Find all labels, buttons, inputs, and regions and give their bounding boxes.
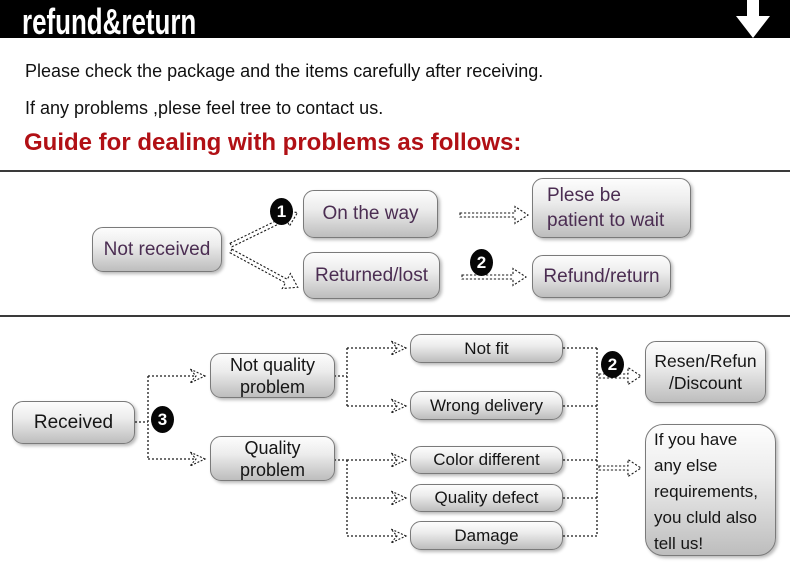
node-quality-defect: Quality defect: [410, 484, 563, 512]
arrowhead-quality-defect: [390, 490, 408, 506]
down-arrow-icon: [736, 0, 770, 38]
arrow-on-the-way-wait: [459, 205, 530, 225]
node-on-the-way: On the way: [303, 190, 438, 238]
node-not-received: Not received: [92, 227, 222, 272]
badge-step-3: 3: [151, 406, 174, 433]
badge-step-1: 1: [270, 198, 293, 225]
connector-notquality-branches: [334, 347, 397, 407]
badge-step-2-flow1: 2: [470, 249, 493, 276]
arrow-to-note: [598, 458, 643, 478]
node-damage: Damage: [410, 521, 563, 550]
section-divider-top: [0, 170, 790, 172]
arrow-to-resen: [598, 366, 643, 386]
node-received: Received: [12, 401, 135, 444]
arrowhead-color-different: [390, 452, 408, 468]
node-not-quality-problem: Not quality problem: [210, 353, 335, 398]
arrowhead-not-quality: [189, 368, 207, 384]
node-note: If you have any else requirements, you c…: [645, 424, 776, 556]
arrow-not-received-returned-lost: [229, 248, 299, 290]
node-not-fit: Not fit: [410, 334, 563, 363]
node-resen-refund-discount: Resen/Refun /Discount: [645, 341, 766, 403]
badge-step-2-flow2: 2: [601, 351, 624, 378]
connector-quality-branches: [334, 459, 397, 537]
connector-collector: [563, 347, 598, 537]
node-patient-wait: Plese be patient to wait: [532, 178, 691, 238]
node-refund-return: Refund/return: [532, 255, 671, 298]
intro-line-1: Please check the package and the items c…: [25, 61, 544, 81]
arrowhead-wrong-delivery: [390, 398, 408, 414]
section-divider-middle: [0, 315, 790, 317]
guide-heading: Guide for dealing with problems as follo…: [24, 129, 522, 156]
node-wrong-delivery: Wrong delivery: [410, 391, 563, 420]
header-bar: refund&return: [0, 0, 790, 42]
node-returned-lost: Returned/lost: [303, 252, 440, 299]
arrowhead-not-fit: [390, 340, 408, 356]
arrow-returned-refund: [461, 267, 528, 287]
intro-line-2: If any problems ,plese feel tree to cont…: [25, 98, 384, 118]
arrowhead-quality: [189, 451, 207, 467]
connector-received-branches: [135, 375, 196, 460]
page-title: refund&return: [22, 1, 197, 42]
node-color-different: Color different: [410, 446, 563, 474]
node-quality-problem: Quality problem: [210, 436, 335, 481]
arrowhead-damage: [390, 528, 408, 544]
